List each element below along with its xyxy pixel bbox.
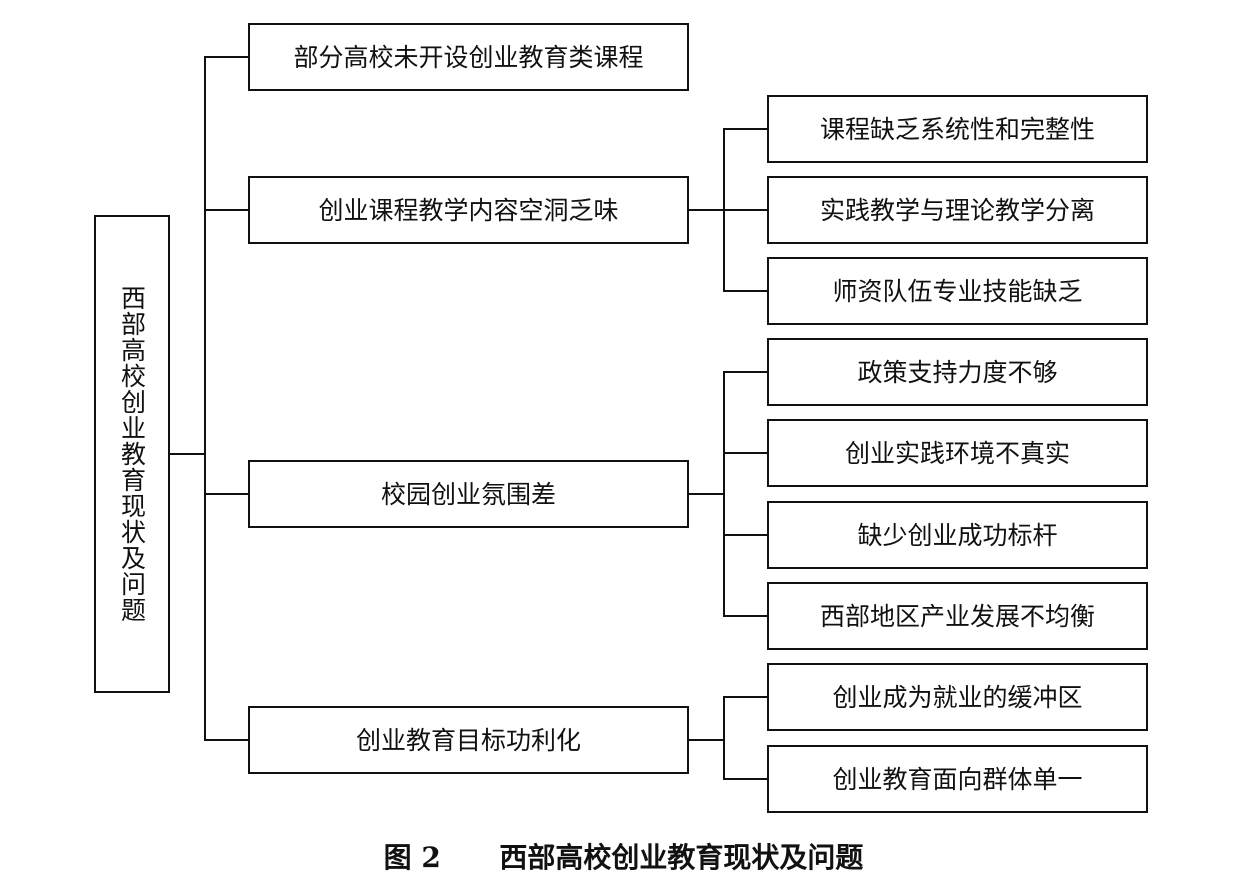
node-label: 创业成为就业的缓冲区 <box>832 682 1083 712</box>
node-teacher-skills: 师资队伍专业技能缺乏 <box>767 257 1148 325</box>
node-label: 创业课程教学内容空洞乏味 <box>318 195 619 225</box>
root-connector <box>170 453 206 455</box>
branch-line-1 <box>204 56 249 58</box>
root-label: 西部高校创业教育现状及问题 <box>117 285 147 623</box>
atmosphere-branch-1 <box>723 371 768 373</box>
branch-line-2 <box>204 209 249 211</box>
node-practice-environment: 创业实践环境不真实 <box>767 419 1148 487</box>
node-employment-buffer: 创业成为就业的缓冲区 <box>767 663 1148 731</box>
course-connector <box>689 209 725 211</box>
node-practice-theory: 实践教学与理论教学分离 <box>767 176 1148 244</box>
figure-title: 西部高校创业教育现状及问题 <box>499 841 864 874</box>
node-utilitarian-goals: 创业教育目标功利化 <box>248 706 689 774</box>
node-label: 部分高校未开设创业教育类课程 <box>293 42 644 72</box>
root-node: 西部高校创业教育现状及问题 <box>94 215 170 693</box>
node-label: 政策支持力度不够 <box>857 357 1058 387</box>
node-single-target-group: 创业教育面向群体单一 <box>767 745 1148 813</box>
branch-line-3 <box>204 493 249 495</box>
atmosphere-connector <box>689 493 725 495</box>
course-branch-2 <box>723 209 768 211</box>
atmosphere-branch-4 <box>723 615 768 617</box>
node-campus-atmosphere: 校园创业氛围差 <box>248 460 689 528</box>
utilitarian-branch-1 <box>723 696 768 698</box>
atmosphere-trunk <box>723 371 725 617</box>
atmosphere-branch-2 <box>723 452 768 454</box>
course-branch-1 <box>723 128 768 130</box>
course-branch-3 <box>723 290 768 292</box>
node-label: 实践教学与理论教学分离 <box>819 195 1095 225</box>
node-label: 课程缺乏系统性和完整性 <box>819 114 1095 144</box>
utilitarian-branch-2 <box>723 778 768 780</box>
node-label: 创业实践环境不真实 <box>844 438 1070 468</box>
node-regional-industry: 西部地区产业发展不均衡 <box>767 582 1148 650</box>
node-label: 创业教育面向群体单一 <box>832 764 1083 794</box>
branch-line-4 <box>204 739 249 741</box>
node-no-courses: 部分高校未开设创业教育类课程 <box>248 23 689 91</box>
node-course-content: 创业课程教学内容空洞乏味 <box>248 176 689 244</box>
figure-number: 图 2 <box>383 841 441 874</box>
utilitarian-connector <box>689 739 725 741</box>
node-label: 西部地区产业发展不均衡 <box>819 601 1095 631</box>
node-policy-support: 政策支持力度不够 <box>767 338 1148 406</box>
figure-caption: 图 2 西部高校创业教育现状及问题 <box>0 836 1247 876</box>
atmosphere-branch-3 <box>723 534 768 536</box>
utilitarian-trunk <box>723 696 725 780</box>
node-label: 校园创业氛围差 <box>380 479 556 509</box>
node-label: 师资队伍专业技能缺乏 <box>832 276 1083 306</box>
node-role-models: 缺少创业成功标杆 <box>767 501 1148 569</box>
level1-trunk <box>204 56 206 741</box>
node-label: 缺少创业成功标杆 <box>857 520 1058 550</box>
node-course-system: 课程缺乏系统性和完整性 <box>767 95 1148 163</box>
node-label: 创业教育目标功利化 <box>355 725 581 755</box>
